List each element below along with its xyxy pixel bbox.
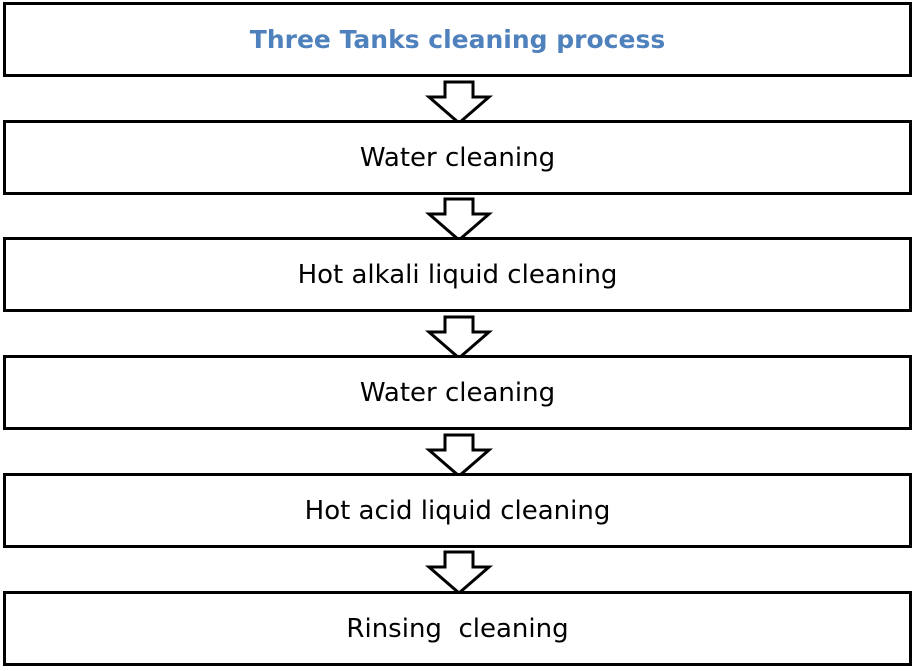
down-arrow-icon bbox=[424, 550, 494, 595]
step-label: Hot alkali liquid cleaning bbox=[297, 259, 618, 290]
step-box-water-cleaning-2: Water cleaning bbox=[3, 355, 912, 430]
step-box-rinsing: Rinsing cleaning bbox=[3, 591, 912, 666]
step-label: Rinsing cleaning bbox=[346, 613, 569, 644]
down-arrow-icon bbox=[424, 197, 494, 242]
step-box-hot-acid: Hot acid liquid cleaning bbox=[3, 473, 912, 548]
flowchart-title: Three Tanks cleaning process bbox=[249, 25, 666, 54]
step-box-water-cleaning-1: Water cleaning bbox=[3, 120, 912, 195]
step-label: Hot acid liquid cleaning bbox=[304, 495, 611, 526]
title-box: Three Tanks cleaning process bbox=[3, 2, 912, 77]
down-arrow-icon bbox=[424, 433, 494, 478]
step-label: Water cleaning bbox=[359, 142, 556, 173]
down-arrow-icon bbox=[424, 80, 494, 125]
step-box-hot-alkali: Hot alkali liquid cleaning bbox=[3, 237, 912, 312]
down-arrow-icon bbox=[424, 315, 494, 360]
step-label: Water cleaning bbox=[359, 377, 556, 408]
